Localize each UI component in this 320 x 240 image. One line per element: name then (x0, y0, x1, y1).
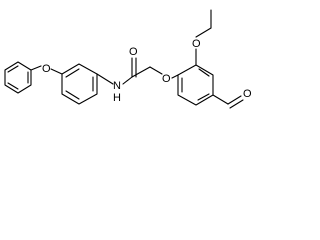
aldehyde-oxygen-label: O (243, 88, 252, 100)
aldehyde-bonds (212, 94, 244, 109)
chemical-structure: O N H O O O O (4, 9, 252, 109)
ethoxy-oxygen-label: O (192, 38, 201, 50)
diaryl-ether-bonds (30, 65, 63, 75)
central-ring (61, 63, 98, 105)
ethoxy-bonds (195, 9, 212, 66)
right-ring (177, 64, 214, 106)
amide-bonds (96, 57, 163, 85)
carbonyl-oxygen-label: O (129, 46, 138, 58)
phenyl-ring (4, 61, 32, 94)
amide-hydrogen-label: H (113, 92, 121, 104)
ether-oxygen-left-label: O (42, 63, 51, 75)
aryl-ether-oxygen-label: O (162, 73, 171, 85)
amide-nitrogen-label: N (113, 80, 121, 92)
aryl-ether-bond (171, 74, 179, 79)
